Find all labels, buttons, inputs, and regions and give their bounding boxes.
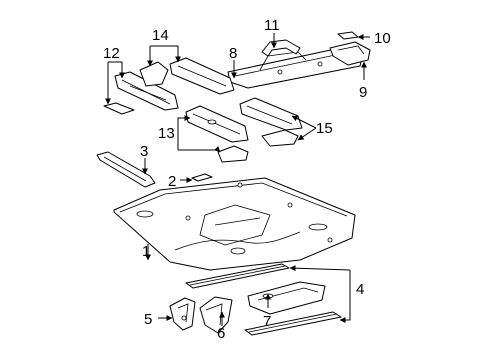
part-floor-pan[interactable] [113, 177, 356, 271]
part-rear-floor-member[interactable] [185, 105, 249, 143]
callout-11: 11 [264, 17, 280, 34]
part-rocker-sill-lower[interactable] [244, 311, 342, 336]
leader-4a [289, 265, 351, 272]
leader-lines [105, 33, 370, 326]
callout-13: 13 [158, 125, 175, 142]
part-side-reinforcement[interactable] [114, 71, 179, 111]
callout-3: 3 [140, 143, 148, 160]
part-rear-crossmember[interactable] [239, 97, 303, 131]
part-rear-floor-patch[interactable] [217, 145, 249, 163]
callout-8: 8 [229, 45, 237, 62]
part-small-plate[interactable] [337, 31, 359, 40]
part-side-floor-panel[interactable] [247, 281, 326, 315]
leader-13 [178, 145, 221, 153]
callout-6: 6 [217, 325, 225, 342]
part-floor-extension[interactable] [199, 296, 233, 334]
callout-12: 12 [103, 45, 120, 62]
callout-14: 14 [152, 27, 169, 44]
callout-9: 9 [359, 84, 367, 101]
callout-4: 4 [356, 281, 364, 298]
part-rear-bracket[interactable] [329, 41, 371, 66]
callout-5: 5 [144, 311, 152, 328]
part-front-crossmember[interactable] [96, 151, 156, 188]
part-rocker-sill-upper[interactable] [185, 263, 290, 289]
part-bracket[interactable] [169, 297, 196, 331]
part-floor-patch[interactable] [191, 173, 213, 182]
callout-7: 7 [263, 313, 271, 330]
callout-10: 10 [374, 30, 391, 47]
leader-15 [297, 127, 317, 141]
part-side-patch[interactable] [103, 102, 135, 115]
callout-15: 15 [316, 120, 333, 137]
callout-2: 2 [168, 173, 176, 190]
part-hanger-bracket[interactable] [261, 39, 301, 57]
part-crossmember[interactable] [169, 57, 235, 95]
leader-4b [339, 270, 351, 323]
part-rear-plate[interactable] [261, 129, 299, 147]
part-crossmember-plate[interactable] [139, 61, 169, 87]
callout-1: 1 [142, 243, 150, 260]
